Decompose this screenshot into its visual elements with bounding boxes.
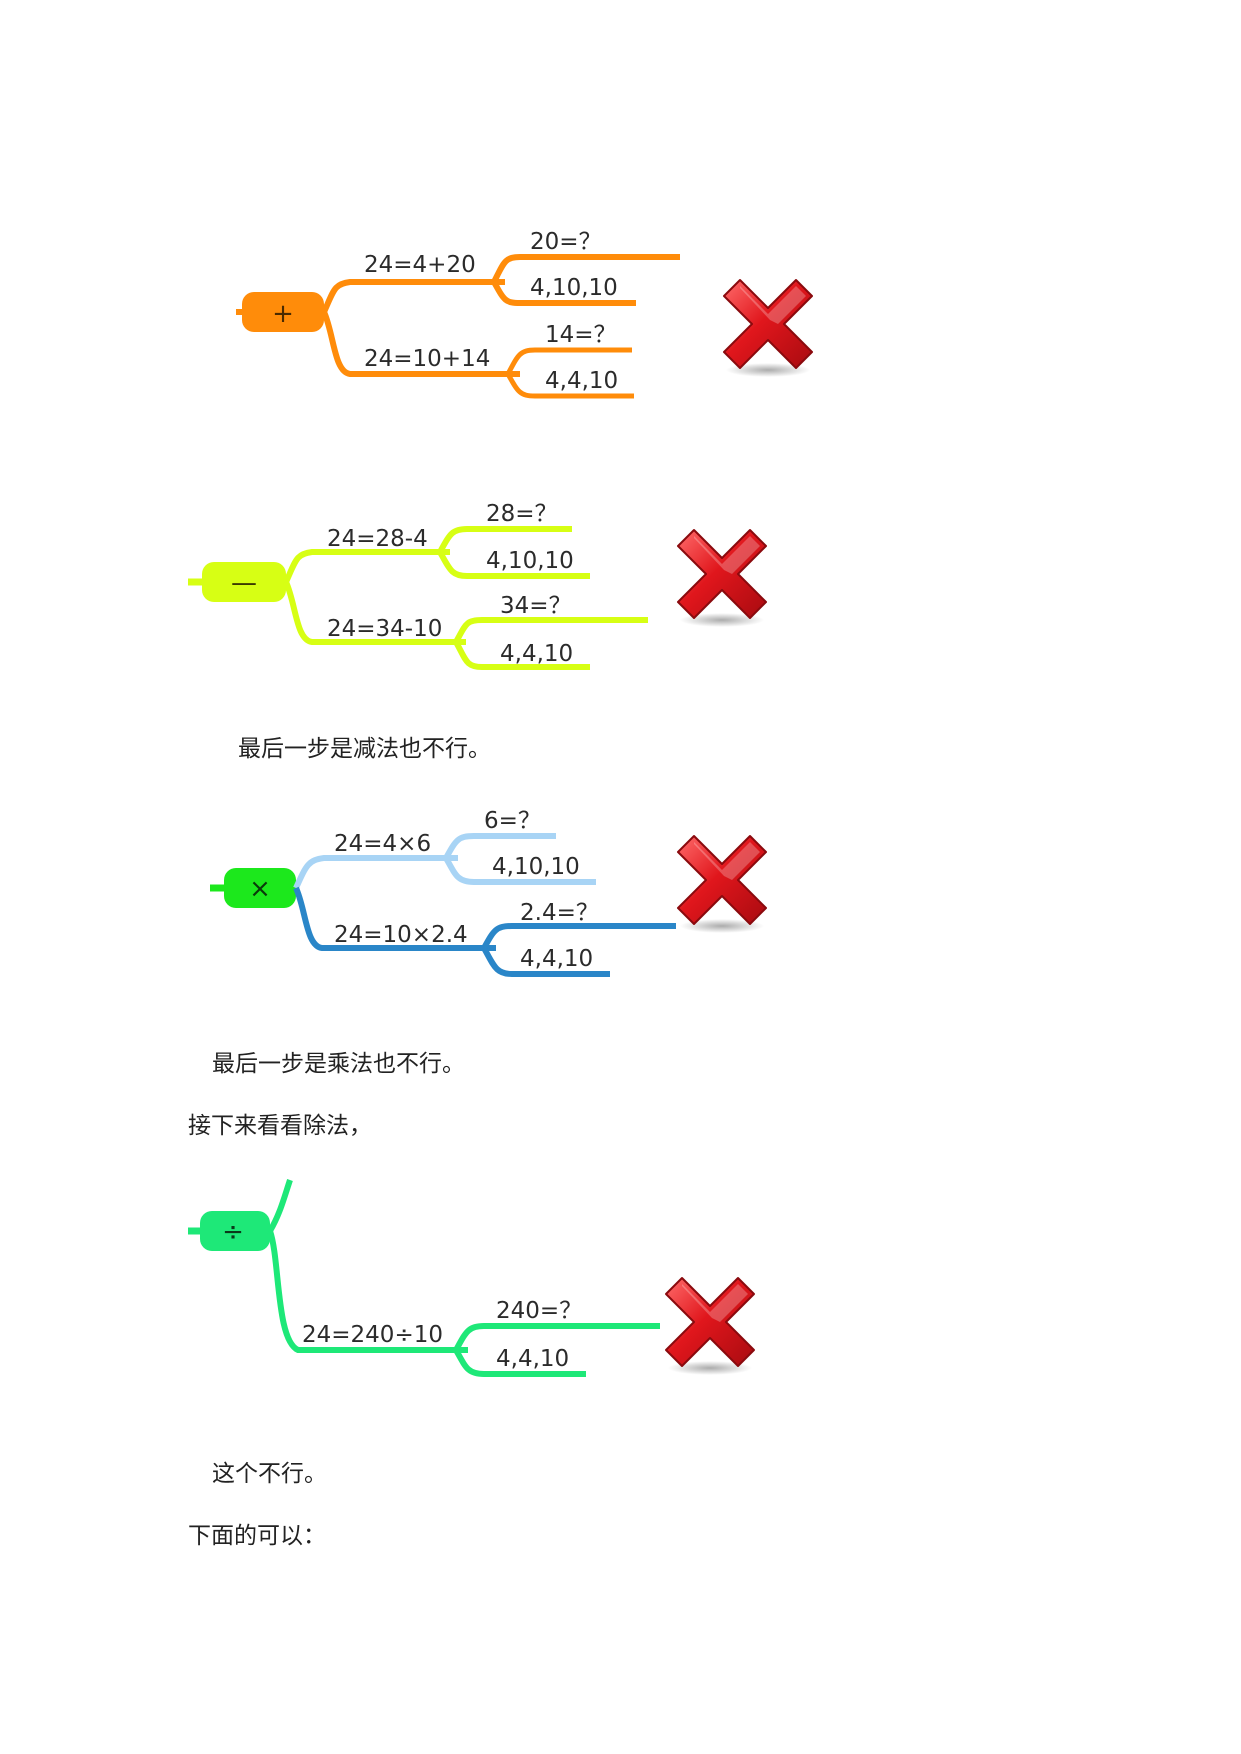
multiplication-diagram: × 24=4×6 6=？ 4,10,10 24=10×2.4 2.4=？ 4,4… <box>210 808 767 977</box>
equation-label: 24=240÷10 <box>302 1322 443 1348</box>
paragraph-this-fails: 这个不行。 <box>212 1461 327 1487</box>
operator-node <box>224 868 296 908</box>
division-diagram: ÷ 24=240÷10 240=？ 4,4,10 <box>188 1179 755 1377</box>
addition-diagram: + 24=4+20 20=？ 4,10,10 24=10+14 14=？ 4,4… <box>236 229 813 399</box>
equation-label: 24=28-4 <box>327 526 428 552</box>
operator-label: ÷ <box>222 1217 244 1247</box>
red-cross-icon <box>677 835 767 934</box>
red-cross-icon <box>723 279 813 378</box>
question-label: 28=？ <box>486 501 558 527</box>
paragraph-subtraction-fails: 最后一步是减法也不行。 <box>238 736 491 762</box>
paragraph-multiplication-fails: 最后一步是乘法也不行。 <box>212 1051 465 1077</box>
operator-node <box>200 1211 270 1251</box>
equation-label: 24=10×2.4 <box>334 922 468 948</box>
red-cross-icon <box>677 529 767 628</box>
operator-label: + <box>272 299 294 329</box>
red-cross-icon <box>665 1277 755 1376</box>
numbers-label: 4,10,10 <box>486 548 574 574</box>
numbers-label: 4,4,10 <box>545 368 618 394</box>
equation-label: 24=10+14 <box>364 346 490 372</box>
paragraph-next-division: 接下来看看除法， <box>188 1113 372 1139</box>
operator-label: × <box>249 874 271 904</box>
operator-node <box>202 562 286 602</box>
subtraction-diagram: — 24=28-4 28=？ 4,10,10 24=34-10 34=？ 4,4… <box>188 501 767 670</box>
question-label: 14=？ <box>545 322 617 348</box>
question-label: 34=？ <box>500 593 572 619</box>
paragraph-following-works: 下面的可以： <box>188 1523 326 1549</box>
question-label: 6=？ <box>484 808 541 834</box>
numbers-label: 4,10,10 <box>492 854 580 880</box>
equation-label: 24=34-10 <box>327 616 442 642</box>
numbers-label: 4,4,10 <box>496 1346 569 1372</box>
operator-label: — <box>231 568 257 598</box>
numbers-label: 4,4,10 <box>520 946 593 972</box>
question-label: 20=？ <box>530 229 602 255</box>
question-label: 2.4=？ <box>520 900 599 926</box>
equation-label: 24=4+20 <box>364 252 476 278</box>
numbers-label: 4,10,10 <box>530 275 618 301</box>
question-label: 240=？ <box>496 1298 582 1324</box>
equation-label: 24=4×6 <box>334 831 431 857</box>
operator-node <box>242 292 324 332</box>
numbers-label: 4,4,10 <box>500 641 573 667</box>
